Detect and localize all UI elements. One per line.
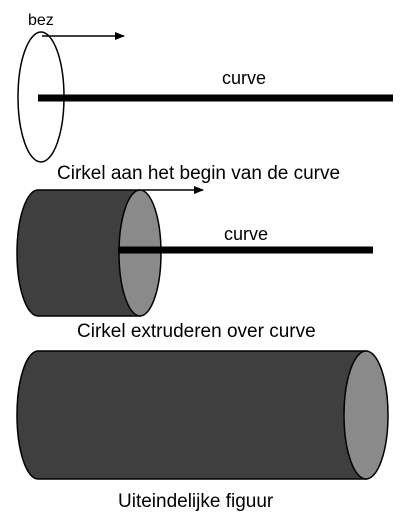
curve-label-2: curve [224,224,268,244]
full-cylinder-cap [343,350,389,480]
caption-2: Cirkel extruderen over curve [77,321,316,342]
full-cylinder-body [16,350,367,480]
curve-label-1: curve [222,68,266,88]
caption-1: Cirkel aan het begin van de curve [57,163,340,184]
panel-1: bez curve Cirkel aan het begin van de cu… [17,12,393,184]
panel-3: Uiteindelijke figuur [16,350,389,512]
partial-cylinder-body [16,189,141,317]
caption-3: Uiteindelijke figuur [118,491,274,512]
arrow-label-bez: bez [28,12,54,29]
panel-2: curve Cirkel extruderen over curve [16,186,373,342]
